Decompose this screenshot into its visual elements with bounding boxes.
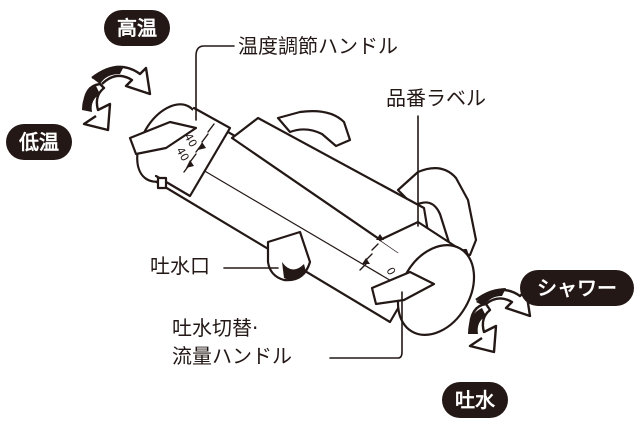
- temp-dial-mark-1: 40: [181, 131, 199, 150]
- top-block: [230, 116, 430, 254]
- rotate-arrow-spout-fill: [468, 308, 486, 334]
- foot-left: [156, 176, 168, 190]
- main-body-highlight: [185, 159, 411, 293]
- label-spout-outlet: 吐水口: [150, 254, 210, 278]
- temp-dial-mark-2: 40: [173, 145, 191, 164]
- rotate-arrow-low-fill: [82, 86, 100, 112]
- leader-switch-handle: [329, 291, 403, 359]
- label-part-number: 品番ラベル: [386, 86, 486, 110]
- label-switch-handle-line1: 吐水切替·: [172, 316, 259, 340]
- switch-dial-ticks: [359, 243, 379, 271]
- label-temp-handle: 温度調節ハンドル: [238, 34, 398, 58]
- badge-spout: 吐水: [442, 382, 508, 418]
- temp-dial-arrows: [186, 142, 206, 168]
- rotate-arrow-shower-fill: [476, 288, 506, 306]
- switch-dial-arrows: [362, 234, 384, 264]
- badge-shower: シャワー: [520, 270, 634, 306]
- badge-high-temp: 高温: [104, 10, 170, 46]
- temp-handle-lever: [128, 120, 198, 156]
- badge-low-temp: 低温: [6, 124, 72, 160]
- leader-temp-handle: [195, 45, 235, 121]
- switch-handle-lever: [370, 270, 436, 306]
- spout-outlet-shadow: [282, 262, 306, 280]
- label-switch-handle-line2: 流量ハンドル: [172, 344, 292, 368]
- rotate-arrow-high-fill: [92, 66, 124, 84]
- wall-bracket-upper: [276, 110, 352, 148]
- temp-handle-band: [154, 106, 232, 198]
